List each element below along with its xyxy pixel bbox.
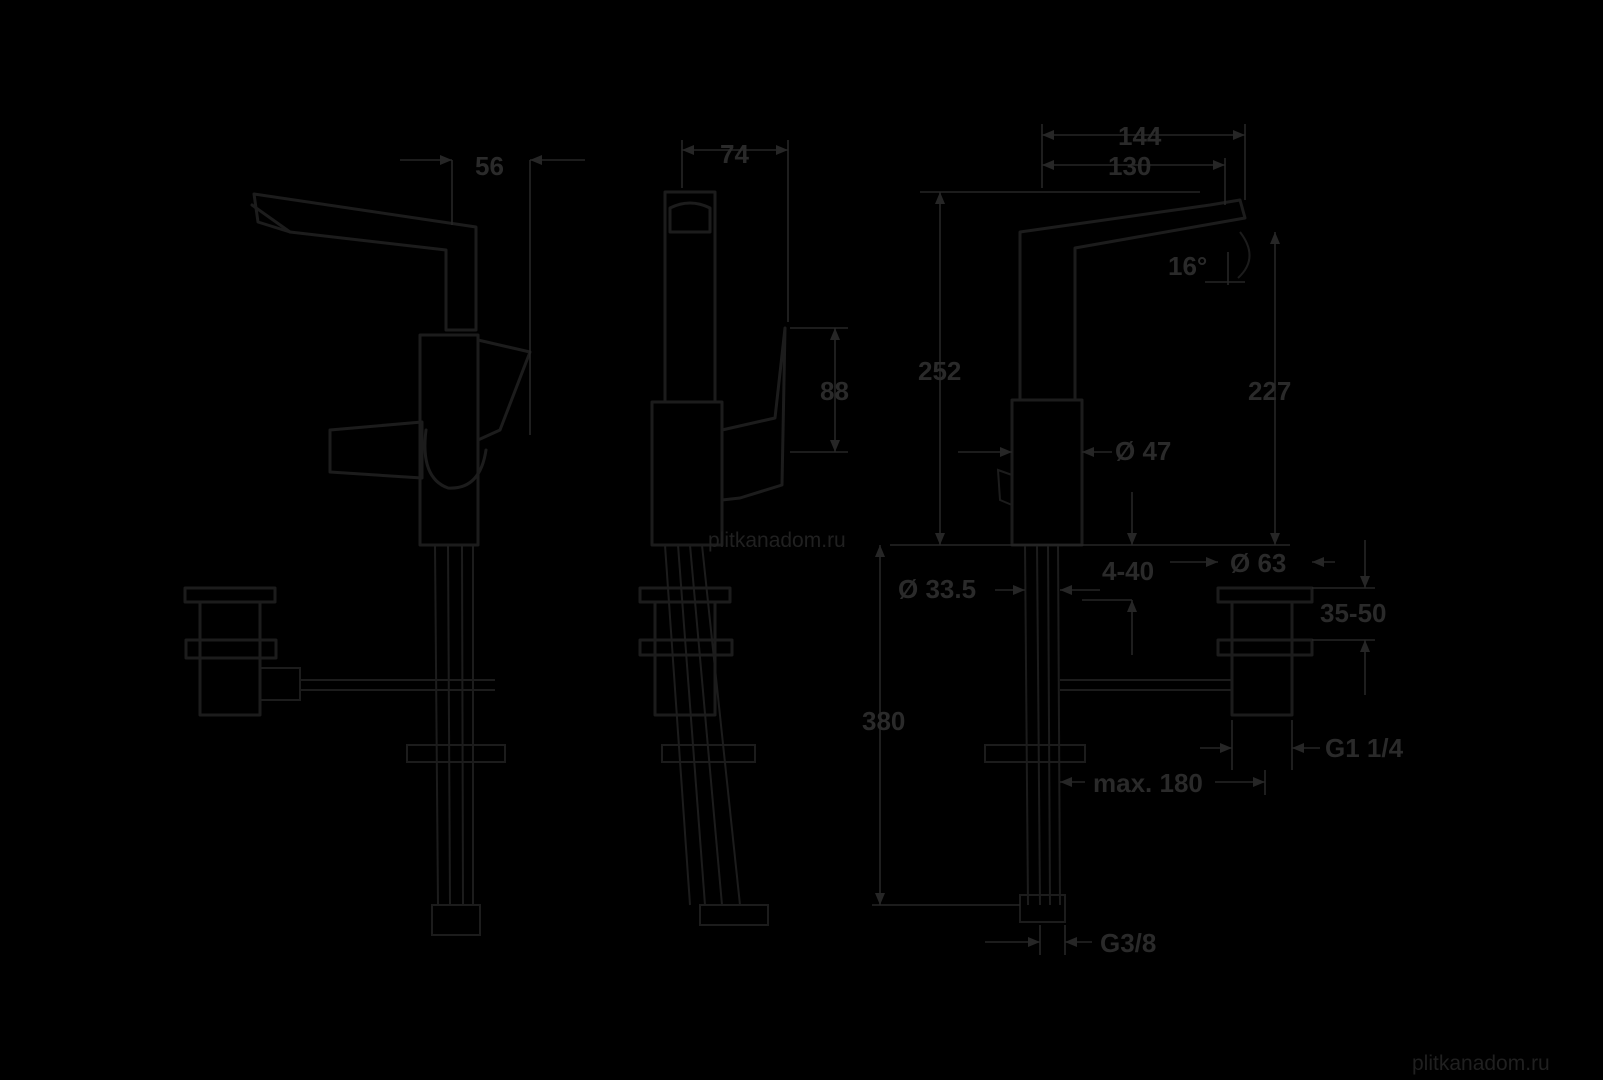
right-hose-ends bbox=[1019, 894, 1066, 923]
side-spout-nozzle bbox=[668, 201, 712, 234]
dim-diameter-63: Ø 63 bbox=[1230, 548, 1286, 578]
front-valve-body bbox=[418, 333, 480, 547]
dim-380: 380 bbox=[862, 706, 905, 736]
front-drain-flange bbox=[183, 586, 277, 604]
side-fixing-plate bbox=[661, 744, 756, 763]
watermark-center: plitkanadom.ru bbox=[708, 529, 846, 552]
front-fixing-plate bbox=[406, 744, 506, 763]
front-drain-body bbox=[184, 600, 278, 717]
right-spout bbox=[1018, 198, 1247, 402]
right-spray-arc bbox=[1237, 231, 1251, 279]
side-handle bbox=[720, 326, 787, 502]
right-valve-body bbox=[1010, 398, 1084, 547]
front-rear-handle bbox=[476, 338, 532, 442]
right-fixing-plate bbox=[984, 744, 1086, 763]
dim-16-deg: 16° bbox=[1168, 251, 1207, 281]
dim-diameter-33-5: Ø 33.5 bbox=[898, 574, 976, 604]
front-hose-ends bbox=[431, 904, 481, 936]
dim-227: 227 bbox=[1248, 376, 1291, 406]
dim-4-40: 4-40 bbox=[1102, 556, 1154, 586]
dim-max-180: max. 180 bbox=[1093, 768, 1203, 798]
side-spout bbox=[663, 190, 717, 404]
front-knob bbox=[423, 428, 488, 490]
dim-88: 88 bbox=[820, 376, 849, 406]
side-drain bbox=[638, 586, 734, 717]
side-view bbox=[638, 190, 787, 926]
front-spout-tip bbox=[250, 203, 292, 234]
right-lever-stub bbox=[996, 468, 1013, 506]
side-hose-ends bbox=[699, 904, 769, 926]
side-valve-body bbox=[650, 400, 724, 547]
front-view bbox=[183, 192, 532, 936]
dim-130: 130 bbox=[1108, 151, 1151, 181]
watermark-corner: plitkanadom.ru bbox=[1412, 1052, 1550, 1075]
dim-144: 144 bbox=[1118, 121, 1162, 151]
right-hoses bbox=[1024, 544, 1061, 906]
dim-74: 74 bbox=[720, 139, 749, 169]
dimension-labels: 56 74 144 130 16° 252 227 88 Ø 47 Ø 63 Ø… bbox=[475, 121, 1404, 958]
front-drain-rod bbox=[260, 667, 495, 701]
right-view bbox=[984, 198, 1314, 923]
dim-252: 252 bbox=[918, 356, 961, 386]
front-hoses bbox=[434, 544, 474, 906]
right-drain-rod bbox=[1060, 679, 1232, 691]
dim-35-50: 35-50 bbox=[1320, 598, 1387, 628]
front-spout-lever bbox=[252, 192, 478, 332]
right-drain bbox=[1216, 586, 1314, 717]
dim-g3-8: G3/8 bbox=[1100, 928, 1156, 958]
dim-56: 56 bbox=[475, 151, 504, 181]
dimension-lines bbox=[400, 124, 1375, 955]
side-hoses bbox=[664, 544, 741, 906]
front-side-handle bbox=[328, 420, 424, 480]
dim-diameter-47: Ø 47 bbox=[1115, 436, 1171, 466]
dim-g1-1-4: G1 1/4 bbox=[1325, 733, 1404, 763]
